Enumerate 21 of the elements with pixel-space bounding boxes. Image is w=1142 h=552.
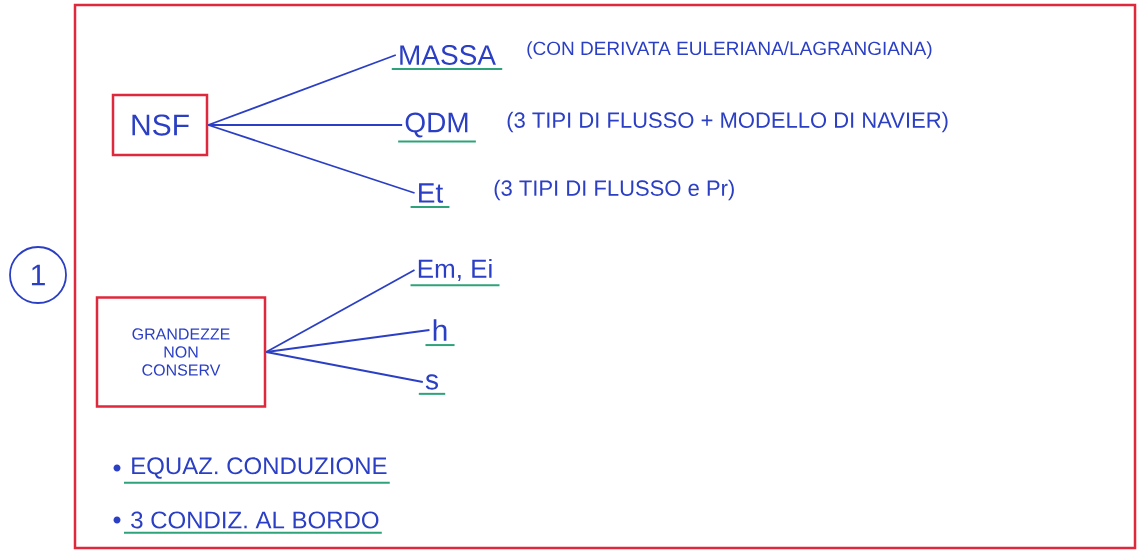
underlined-term: Et <box>409 183 451 208</box>
branch-line <box>207 124 404 126</box>
underlined-term: Em, Ei <box>409 258 501 287</box>
title-box: NSF <box>111 93 209 157</box>
circled-number: 1 <box>9 246 67 304</box>
branch-line <box>265 351 424 383</box>
underlined-note: EQUAZ. CONDUZIONE <box>123 457 391 484</box>
underlined-term: h <box>424 319 456 347</box>
underlined-term: s <box>417 374 447 395</box>
underlined-note: 3 CONDIZ. AL BORDO <box>123 511 383 534</box>
underlined-term: MASSA <box>390 45 504 71</box>
branch-line <box>265 329 431 353</box>
branch-line <box>265 269 416 353</box>
frame-border <box>73 3 1137 550</box>
branch-line <box>207 124 416 194</box>
note-text: (3 TIPI DI FLUSSO e Pr) <box>494 179 734 201</box>
title-box: GRANDEZZE NON CONSERV <box>95 296 267 408</box>
note-text: (CON DERIVATA EULERIANA/LAGRANGIANA) <box>527 41 932 59</box>
branch-line <box>207 54 397 126</box>
underlined-term: QDM <box>397 112 477 143</box>
note-text: (3 TIPI DI FLUSSO + MODELLO DI NAVIER) <box>507 111 948 133</box>
